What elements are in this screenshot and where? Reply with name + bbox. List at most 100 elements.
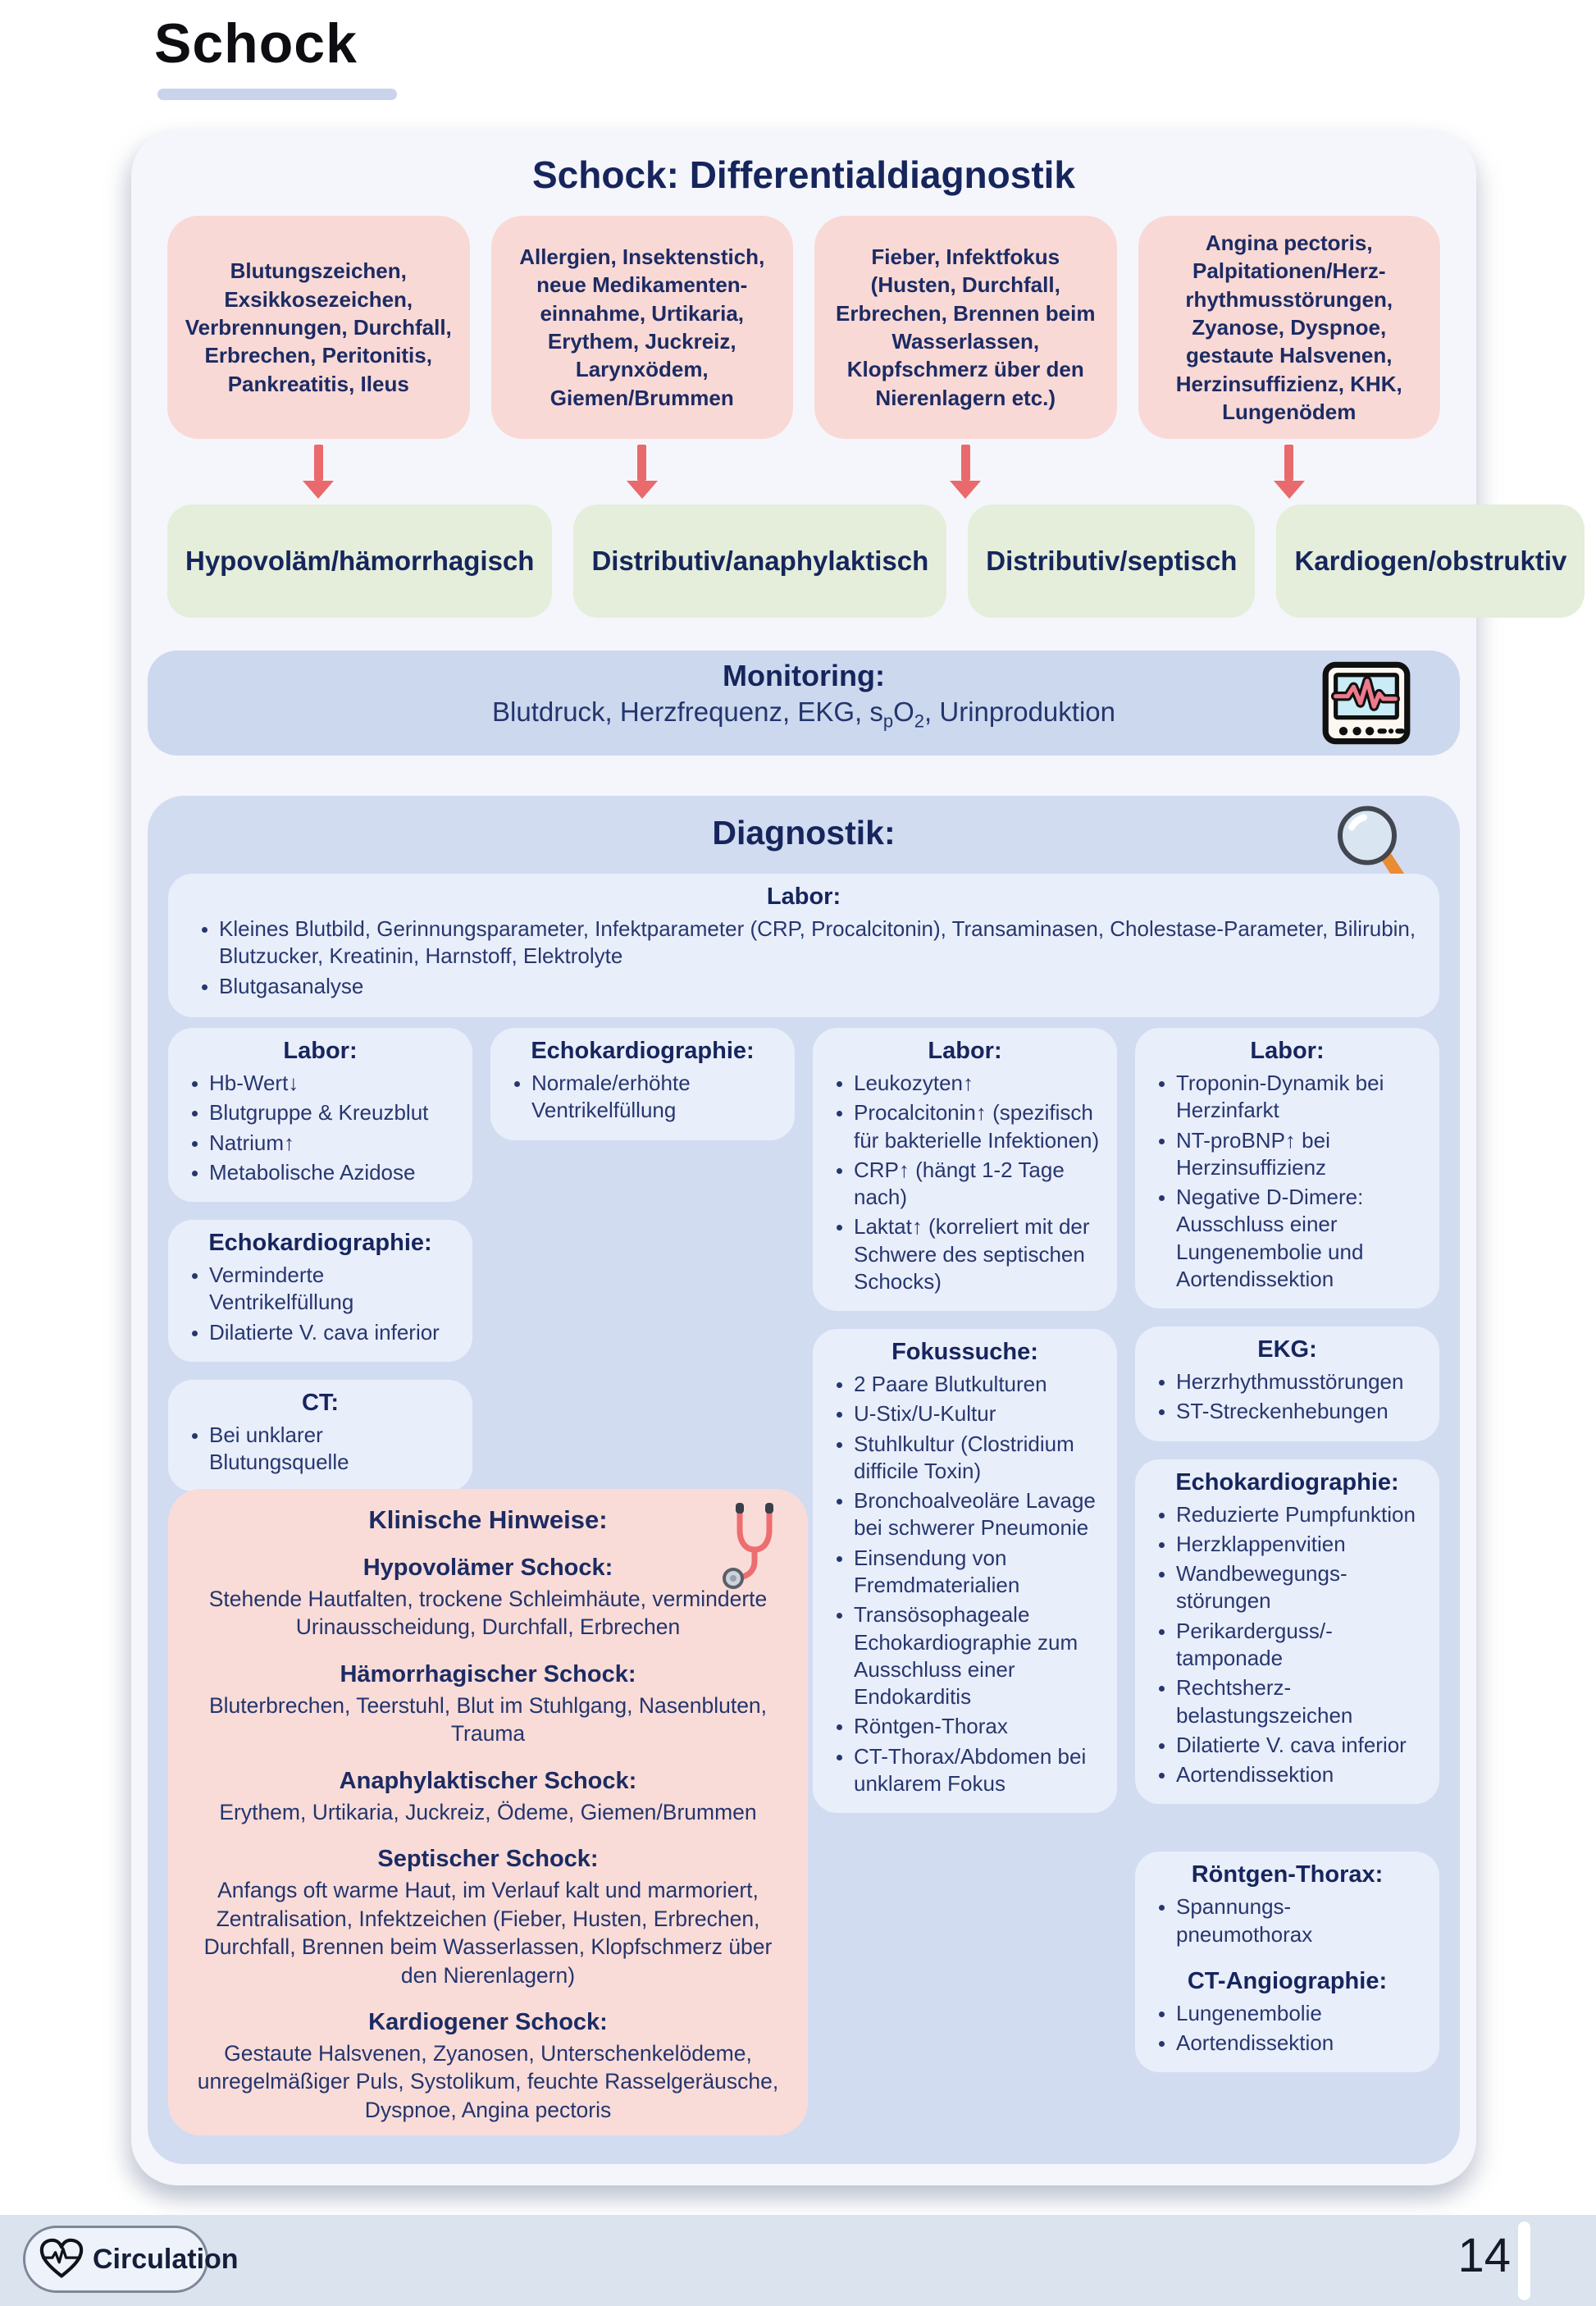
box-title: CT-Angiographie:: [1187, 1967, 1388, 1994]
echo-box-cardiogenic: Echokardiographie: Reduzierte Pumpfunkti…: [1135, 1459, 1439, 1805]
box-list: Verminderte Ventrikelfüllung Dilatierte …: [181, 1262, 459, 1346]
hint-heading-anaphylactic: Anaphylaktischer Schock:: [339, 1767, 637, 1794]
list-item: Procalcitonin↑ (spezifisch für bakteriel…: [854, 1099, 1104, 1154]
down-arrow-icon: [313, 445, 323, 481]
box-title: Echokardiographie:: [531, 1038, 755, 1064]
box-title: EKG:: [1257, 1336, 1317, 1363]
stethoscope-icon: [723, 1503, 773, 1589]
list-item: Hb-Wert↓: [209, 1070, 459, 1097]
box-list: Herzrhythmusstörungen ST-Streckenhebunge…: [1148, 1368, 1426, 1426]
list-item: Reduzierte Pumpfunktion: [1176, 1501, 1426, 1528]
page-title: Schock: [154, 12, 358, 75]
list-item: Dilatierte V. cava inferior: [1176, 1732, 1426, 1759]
list-item: Rechtsherz-belastungszeichen: [1176, 1674, 1426, 1729]
list-item: CT-Thorax/Abdomen bei unklarem Fokus: [854, 1743, 1104, 1798]
list-item: U-Stix/U-Kultur: [854, 1400, 1104, 1427]
imaging-box: Röntgen-Thorax: Spannungs-pneumothorax C…: [1135, 1852, 1439, 2073]
box-list: 2 Paare Blutkulturen U-Stix/U-Kultur Stu…: [826, 1371, 1104, 1797]
monitoring-title: Monitoring:: [723, 659, 885, 692]
monitoring-text: O: [893, 696, 914, 727]
xray-section: Röntgen-Thorax: Spannungs-pneumothorax: [1148, 1861, 1426, 1948]
down-arrow-icon: [637, 445, 647, 481]
box-list: Lungenembolie Aortendissektion: [1148, 2000, 1426, 2057]
box-title: Echokardiographie:: [208, 1230, 432, 1257]
column-septic: Labor: Leukozyten↑ Procalcitonin↑ (spezi…: [813, 1028, 1117, 1814]
box-title: CT:: [301, 1389, 340, 1416]
box-list: Bei unklarer Blutungsquelle: [181, 1422, 459, 1477]
box-title: Röntgen-Thorax:: [1191, 1861, 1384, 1888]
box-list: Troponin-Dynamik bei Herzinfarkt NT-proB…: [1148, 1070, 1426, 1293]
list-item: ST-Streckenhebungen: [1176, 1398, 1426, 1425]
list-item: Spannungs-pneumothorax: [1176, 1893, 1426, 1948]
column-anaphylactic: Echokardiographie: Normale/erhöhte Ventr…: [490, 1028, 795, 1140]
box-list: Kleines Blutbild, Gerinnungsparameter, I…: [191, 916, 1416, 1000]
hint-text-cardiogenic: Gestaute Halsvenen, Zyanosen, Unterschen…: [197, 2040, 779, 2122]
lab-box-septic: Labor: Leukozyten↑ Procalcitonin↑ (spezi…: [813, 1028, 1117, 1312]
list-item: Aortendissektion: [1176, 1761, 1426, 1788]
hint-text-hypovolemic: Stehende Hautfalten, trockene Schleimhäu…: [208, 1587, 768, 1640]
chapter-label: Circulation: [93, 2243, 239, 2275]
box-list: Hb-Wert↓ Blutgruppe & Kreuzblut Natrium↑…: [181, 1070, 459, 1186]
list-item: Bei unklarer Blutungsquelle: [209, 1422, 459, 1477]
monitoring-text: Blutdruck, Herzfrequenz, EKG, s: [492, 696, 883, 727]
arrow-row: [167, 445, 1440, 502]
shock-type-anaphylactic: Distributiv/anaphylaktisch: [573, 505, 947, 618]
list-item: Stuhlkultur (Clostridium difficile Toxin…: [854, 1431, 1104, 1486]
monitoring-bar: Monitoring: Blutdruck, Herzfrequenz, EKG…: [148, 651, 1460, 756]
list-item: Transösophageale Echokardiographie zum A…: [854, 1601, 1104, 1710]
ct-angio-section: CT-Angiographie: Lungenembolie Aortendis…: [1148, 1968, 1426, 2057]
box-title: Labor:: [283, 1038, 358, 1064]
list-item: Dilatierte V. cava inferior: [209, 1319, 459, 1346]
list-item: Normale/erhöhte Ventrikelfüllung: [531, 1070, 782, 1125]
box-title: Labor:: [928, 1038, 1002, 1064]
hint-heading-hemorrhagic: Hämorrhagischer Schock:: [340, 1660, 636, 1687]
shock-type-hypovolemic: Hypovoläm/hämorrhagisch: [167, 505, 553, 618]
box-list: Reduzierte Pumpfunktion Herzklappenvitie…: [1148, 1501, 1426, 1789]
list-item: Bronchoalveoläre Lavage bei schwerer Pne…: [854, 1487, 1104, 1542]
box-title: Labor:: [766, 884, 841, 910]
echo-box-hypovolemic: Echokardiographie: Verminderte Ventrikel…: [168, 1220, 472, 1362]
list-item: Laktat↑ (korreliert mit der Schwere des …: [854, 1213, 1104, 1295]
box-title: Echokardiographie:: [1175, 1468, 1399, 1495]
list-item: Natrium↑: [209, 1130, 459, 1157]
column-cardiogenic: Labor: Troponin-Dynamik bei Herzinfarkt …: [1135, 1028, 1439, 2073]
box-title: Labor:: [1250, 1038, 1325, 1064]
page-number: 14: [1457, 2229, 1511, 2282]
hint-text-septic: Anfangs oft warme Haut, im Verlauf kalt …: [203, 1878, 773, 1988]
list-item: Negative D-Dimere: Ausschluss einer Lung…: [1176, 1184, 1426, 1293]
lab-overview-box: Labor: Kleines Blutbild, Gerinnungsparam…: [168, 874, 1439, 1017]
hints-title: Klinische Hinweise:: [368, 1505, 608, 1534]
clinical-hints-box: Klinische Hinweise: Hypovolämer Schock: …: [168, 1489, 808, 2135]
magnifier-icon: [1338, 806, 1410, 890]
ekg-box: EKG: Herzrhythmusstörungen ST-Streckenhe…: [1135, 1327, 1439, 1441]
page-number-bar: [1518, 2222, 1530, 2300]
diagnostics-columns: Labor: Hb-Wert↓ Blutgruppe & Kreuzblut N…: [168, 1028, 1439, 2073]
monitoring-sub-p: p: [882, 710, 894, 732]
monitoring-sub-2: 2: [914, 710, 925, 732]
hint-heading-cardiogenic: Kardiogener Schock:: [368, 2008, 608, 2035]
box-list: Normale/erhöhte Ventrikelfüllung: [504, 1070, 782, 1125]
hint-heading-septic: Septischer Schock:: [377, 1846, 599, 1873]
list-item: CRP↑ (hängt 1-2 Tage nach): [854, 1157, 1104, 1212]
heart-ekg-icon: [39, 2238, 84, 2278]
main-card: Schock: Differentialdiagnostik Blutungsz…: [131, 130, 1585, 2185]
down-arrow-icon: [960, 445, 970, 481]
list-item: NT-proBNP↑ bei Herzinsuffizienz: [1176, 1127, 1426, 1182]
diagnostics-title: Diagnostik:: [712, 814, 896, 852]
list-item: Aortendissektion: [1176, 2030, 1426, 2057]
lab-box-hypovolemic: Labor: Hb-Wert↓ Blutgruppe & Kreuzblut N…: [168, 1028, 472, 1203]
list-item: Leukozyten↑: [854, 1070, 1104, 1097]
diagnostics-panel: Diagnostik: Labor: Kleines Blutbild, Ger…: [148, 796, 1460, 2164]
list-item: Einsendung von Fremdmaterialien: [854, 1545, 1104, 1600]
cause-box-cardiogenic: Angina pectoris, Palpitationen/Herz-rhyt…: [1138, 216, 1440, 440]
list-item: Metabolische Azidose: [209, 1159, 459, 1186]
focus-search-box: Fokussuche: 2 Paare Blutkulturen U-Stix/…: [813, 1329, 1117, 1814]
cause-box-hypovolemic: Blutungszeichen, Exsikkosezeichen, Verbr…: [167, 216, 470, 440]
cause-box-septic: Fieber, Infektfokus (Husten, Durchfall, …: [814, 216, 1117, 440]
footer-bar: Circulation: [0, 2215, 1596, 2306]
hint-text-hemorrhagic: Bluterbrechen, Teerstuhl, Blut im Stuhlg…: [208, 1692, 768, 1747]
list-item: 2 Paare Blutkulturen: [854, 1371, 1104, 1398]
list-item: Röntgen-Thorax: [854, 1713, 1104, 1740]
list-item: Verminderte Ventrikelfüllung: [209, 1262, 459, 1317]
